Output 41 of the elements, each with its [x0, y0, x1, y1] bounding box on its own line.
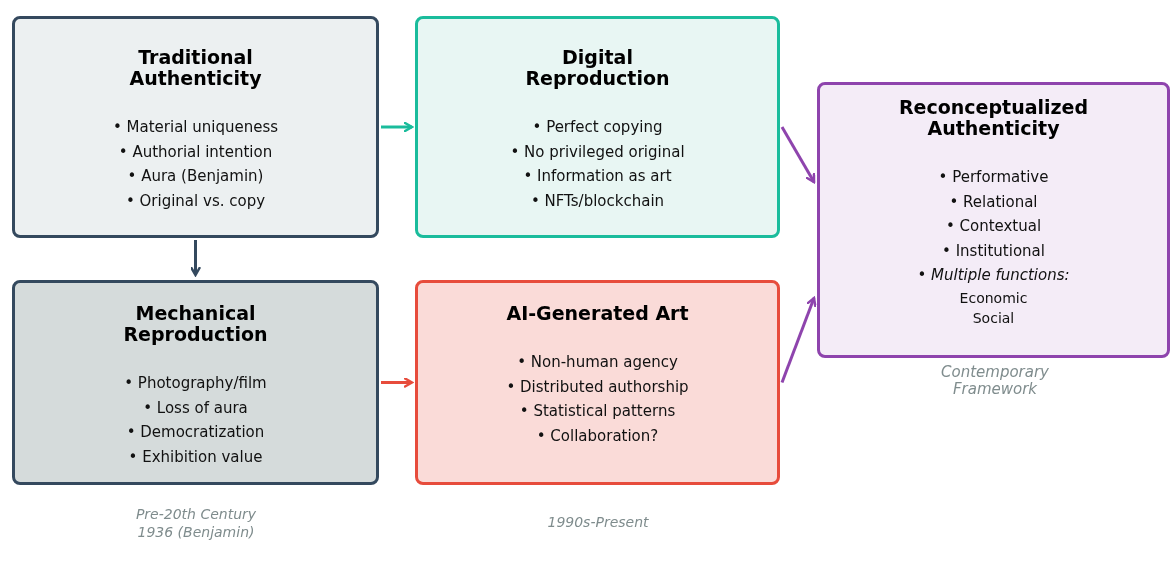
sub-item: Economic: [959, 288, 1028, 308]
bullet-item: • Perfect copying: [532, 117, 663, 138]
bullet-item: • Loss of aura: [143, 397, 248, 419]
concept-box: [12, 280, 379, 485]
bullet-item: • Distributed authorship: [506, 376, 689, 398]
sub-item: Social: [972, 308, 1015, 328]
box-heading: Traditional Authenticity: [128, 47, 263, 89]
bullet-item: • Relational: [949, 191, 1038, 213]
box-heading: AI-Generated Art: [505, 303, 690, 324]
bullet-item: • Original vs. copy: [125, 190, 266, 212]
bullet-item: • Photography/film: [124, 373, 267, 394]
period-label: 1990s-Present: [546, 514, 650, 530]
arrow: [190, 240, 201, 277]
bullet-item: • Non-human agency: [517, 352, 678, 373]
bullet-item: • Information as art: [523, 166, 672, 187]
concept-box: [415, 16, 780, 238]
bullet-item: • Contextual: [945, 216, 1042, 237]
period-label: Contemporary Framework: [940, 364, 1050, 398]
bullet-item: • Performative: [938, 167, 1049, 188]
period-label: Pre-20th Century: [134, 506, 258, 522]
arrow: [381, 377, 414, 388]
arrow: [780, 126, 816, 184]
arrow: [780, 296, 817, 384]
box-heading: Mechanical Reproduction: [122, 303, 269, 345]
bullet-item: • No privileged original: [510, 141, 685, 163]
period-label: 1936 (Benjamin): [136, 524, 256, 540]
bullet-item: • Multiple functions:: [917, 265, 1070, 286]
bullet-item: • Collaboration?: [536, 425, 659, 447]
bullet-item: • Material uniqueness: [112, 117, 279, 138]
box-heading: Digital Reproduction: [524, 47, 671, 89]
arrow: [381, 121, 414, 133]
bullet-item: • Democratization: [126, 422, 265, 443]
bullet-item: • Authorial intention: [118, 141, 273, 163]
bullet-item: • Exhibition value: [128, 446, 263, 468]
concept-box: [415, 280, 780, 485]
concept-box: [12, 16, 379, 238]
bullet-item: • Institutional: [942, 240, 1045, 262]
bullet-item: • NFTs/blockchain: [530, 190, 665, 212]
bullet-item: • Statistical patterns: [519, 401, 676, 422]
bullet-item: • Aura (Benjamin): [127, 166, 264, 187]
box-heading: Reconceptualized Authenticity: [898, 97, 1089, 139]
